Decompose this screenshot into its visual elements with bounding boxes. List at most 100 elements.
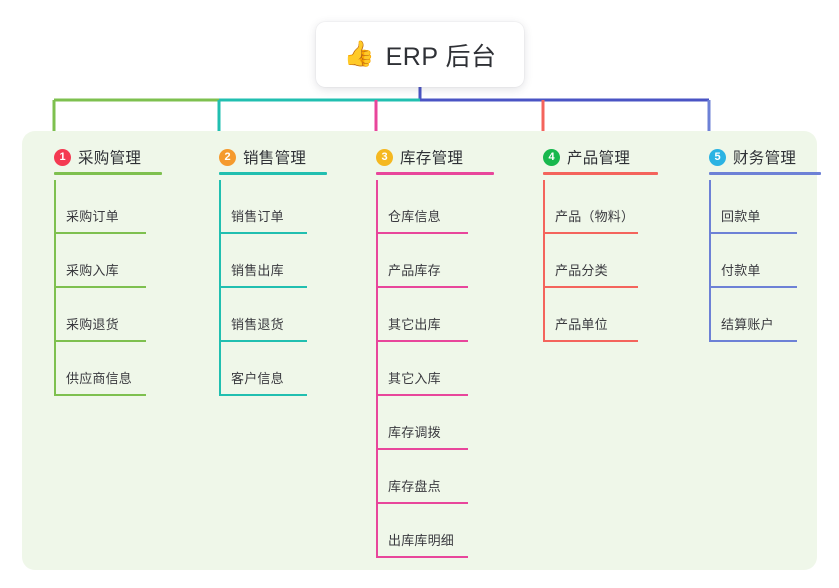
leaf-label: 产品单位: [555, 317, 608, 332]
column-title: 销售管理: [243, 150, 307, 167]
leaf-rule: [376, 394, 468, 396]
leaf-label: 产品分类: [555, 263, 608, 278]
root-node-content: 👍 ERP 后台: [343, 37, 496, 73]
leaf-spine: [376, 504, 378, 558]
leaf-rule: [376, 286, 468, 288]
leaf-spine: [543, 180, 545, 234]
column-1: 1 采购管理采购订单采购入库采购退货供应商信息: [38, 142, 162, 396]
leaf-spine: [709, 180, 711, 234]
leaf-spine: [376, 450, 378, 504]
column-header-1[interactable]: 1 采购管理: [38, 142, 141, 172]
list-item[interactable]: 结算账户: [693, 288, 811, 342]
leaf-rule: [376, 502, 468, 504]
list-item[interactable]: 销售退货: [203, 288, 321, 342]
leaf-spine: [54, 234, 56, 288]
list-item[interactable]: 产品库存: [360, 234, 482, 288]
list-item[interactable]: 采购订单: [38, 180, 160, 234]
leaf-rule: [54, 286, 146, 288]
leaf-label: 采购入库: [66, 263, 119, 278]
list-item[interactable]: 采购退货: [38, 288, 160, 342]
list-item[interactable]: 仓库信息: [360, 180, 482, 234]
leaf-spine: [219, 180, 221, 234]
leaf-spine: [376, 342, 378, 396]
leaf-label: 销售订单: [231, 209, 284, 224]
leaf-rule: [709, 340, 797, 342]
list-item[interactable]: 产品单位: [527, 288, 652, 342]
list-item[interactable]: 产品分类: [527, 234, 652, 288]
list-item[interactable]: 其它出库: [360, 288, 482, 342]
column-header-2[interactable]: 2 销售管理: [203, 142, 306, 172]
column-2: 2 销售管理销售订单销售出库销售退货客户信息: [203, 142, 327, 396]
list-item[interactable]: 出库库明细: [360, 504, 482, 558]
column-title: 产品管理: [567, 150, 631, 167]
leaf-rule: [709, 286, 797, 288]
column-header-rule: [709, 172, 821, 175]
leaf-rule: [709, 232, 797, 234]
column-title: 财务管理: [733, 150, 797, 167]
leaf-label: 采购退货: [66, 317, 119, 332]
column-title: 采购管理: [78, 150, 142, 167]
thumbs-up-icon: 👍: [343, 40, 375, 68]
leaf-rule: [376, 232, 468, 234]
leaf-label: 产品库存: [388, 263, 441, 278]
leaf-rule: [219, 232, 307, 234]
list-item[interactable]: 销售订单: [203, 180, 321, 234]
leaf-label: 产品（物料）: [555, 209, 635, 224]
column-header-3[interactable]: 3 库存管理: [360, 142, 463, 172]
column-number-badge: 5: [709, 148, 726, 166]
column-3: 3 库存管理仓库信息产品库存其它出库其它入库库存调拨库存盘点出库库明细: [360, 142, 494, 558]
list-item[interactable]: 供应商信息: [38, 342, 160, 396]
column-header-5[interactable]: 5 财务管理: [693, 142, 796, 172]
leaf-spine: [543, 288, 545, 342]
column-header-rule: [219, 172, 327, 175]
diagram-panel: [22, 131, 817, 570]
leaf-spine: [219, 234, 221, 288]
leaf-label: 回款单: [721, 209, 761, 224]
list-item[interactable]: 采购入库: [38, 234, 160, 288]
leaf-spine: [54, 180, 56, 234]
list-item[interactable]: 其它入库: [360, 342, 482, 396]
leaf-label: 库存调拨: [388, 425, 441, 440]
list-item[interactable]: 销售出库: [203, 234, 321, 288]
column-number-badge: 2: [219, 148, 236, 166]
leaf-label: 客户信息: [231, 371, 284, 386]
leaf-rule: [376, 556, 468, 558]
list-item[interactable]: 客户信息: [203, 342, 321, 396]
leaf-label: 出库库明细: [388, 533, 455, 548]
leaf-rule: [54, 394, 146, 396]
list-item[interactable]: 产品（物料）: [527, 180, 652, 234]
column-number-badge: 1: [54, 148, 71, 166]
leaf-rule: [54, 232, 146, 234]
leaf-rule: [543, 340, 638, 342]
leaf-label: 供应商信息: [66, 371, 133, 386]
root-node[interactable]: 👍 ERP 后台: [316, 22, 524, 87]
leaf-label: 销售退货: [231, 317, 284, 332]
leaf-spine: [376, 234, 378, 288]
leaf-label: 库存盘点: [388, 479, 441, 494]
leaf-spine: [376, 288, 378, 342]
leaf-label: 其它入库: [388, 371, 441, 386]
column-title: 库存管理: [400, 150, 464, 167]
list-item[interactable]: 回款单: [693, 180, 811, 234]
leaf-spine: [709, 288, 711, 342]
column-number-badge: 3: [376, 148, 393, 166]
list-item[interactable]: 库存调拨: [360, 396, 482, 450]
leaf-label: 仓库信息: [388, 209, 441, 224]
leaf-rule: [543, 232, 638, 234]
leaf-rule: [543, 286, 638, 288]
column-5: 5 财务管理回款单付款单结算账户: [693, 142, 821, 342]
leaf-label: 其它出库: [388, 317, 441, 332]
leaf-rule: [219, 394, 307, 396]
leaf-label: 付款单: [721, 263, 761, 278]
leaf-label: 销售出库: [231, 263, 284, 278]
leaf-spine: [219, 342, 221, 396]
list-item[interactable]: 库存盘点: [360, 450, 482, 504]
leaf-spine: [376, 396, 378, 450]
list-item[interactable]: 付款单: [693, 234, 811, 288]
leaf-spine: [54, 288, 56, 342]
leaf-label: 结算账户: [721, 317, 774, 332]
